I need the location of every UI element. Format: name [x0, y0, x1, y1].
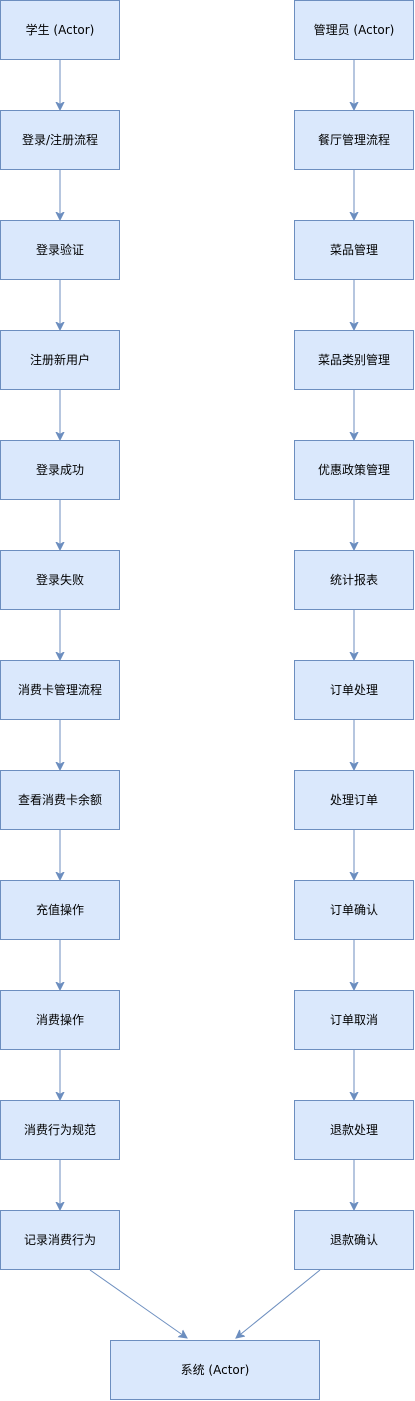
- login-fail-node[interactable]: 登录失败: [0, 550, 120, 610]
- check-card-balance-label: 查看消费卡余额: [17, 792, 102, 807]
- discount-policy-management-node[interactable]: 优惠政策管理: [294, 440, 414, 500]
- edge-refund-confirm-to-system: [236, 1269, 321, 1338]
- login-register-process-node[interactable]: 登录/注册流程: [0, 110, 120, 170]
- refund-handling-label: 退款处理: [329, 1122, 378, 1137]
- login-register-process-label: 登录/注册流程: [21, 132, 99, 147]
- login-verify-node[interactable]: 登录验证: [0, 220, 120, 280]
- dish-category-management-node[interactable]: 菜品类别管理: [294, 330, 414, 390]
- student-actor-label: 学生 (Actor): [25, 22, 95, 37]
- card-management-process-label: 消费卡管理流程: [17, 682, 102, 697]
- order-cancel-node[interactable]: 订单取消: [294, 990, 414, 1050]
- order-cancel-label: 订单取消: [329, 1012, 378, 1027]
- statistics-report-label: 统计报表: [329, 572, 378, 587]
- canteen-management-process-node[interactable]: 餐厅管理流程: [294, 110, 414, 170]
- admin-actor-label: 管理员 (Actor): [313, 22, 395, 37]
- process-order-label: 处理订单: [329, 792, 378, 807]
- student-actor-node[interactable]: 学生 (Actor): [0, 0, 120, 60]
- register-new-user-label: 注册新用户: [29, 352, 90, 367]
- login-fail-label: 登录失败: [35, 572, 84, 587]
- record-consume-behavior-label: 记录消费行为: [23, 1232, 96, 1247]
- canteen-management-process-label: 餐厅管理流程: [317, 132, 390, 147]
- refund-confirm-node[interactable]: 退款确认: [294, 1210, 414, 1270]
- consume-behavior-rules-node[interactable]: 消费行为规范: [0, 1100, 120, 1160]
- login-verify-label: 登录验证: [35, 242, 84, 257]
- dish-management-label: 菜品管理: [329, 242, 378, 257]
- register-new-user-node[interactable]: 注册新用户: [0, 330, 120, 390]
- admin-actor-node[interactable]: 管理员 (Actor): [294, 0, 414, 60]
- dish-category-management-label: 菜品类别管理: [317, 352, 390, 367]
- order-handling-node[interactable]: 订单处理: [294, 660, 414, 720]
- system-actor-label: 系统 (Actor): [180, 1362, 250, 1377]
- order-confirm-label: 订单确认: [329, 902, 378, 917]
- order-confirm-node[interactable]: 订单确认: [294, 880, 414, 940]
- statistics-report-node[interactable]: 统计报表: [294, 550, 414, 610]
- record-consume-behavior-node[interactable]: 记录消费行为: [0, 1210, 120, 1270]
- process-order-node[interactable]: 处理订单: [294, 770, 414, 830]
- order-handling-label: 订单处理: [329, 682, 378, 697]
- login-success-label: 登录成功: [35, 462, 84, 477]
- system-actor-node[interactable]: 系统 (Actor): [110, 1340, 320, 1400]
- recharge-operation-label: 充值操作: [35, 902, 84, 917]
- consume-behavior-rules-label: 消费行为规范: [23, 1122, 96, 1137]
- consume-operation-node[interactable]: 消费操作: [0, 990, 120, 1050]
- check-card-balance-node[interactable]: 查看消费卡余额: [0, 770, 120, 830]
- dish-management-node[interactable]: 菜品管理: [294, 220, 414, 280]
- edge-record-consume-behavior-to-system: [89, 1269, 187, 1338]
- recharge-operation-node[interactable]: 充值操作: [0, 880, 120, 940]
- discount-policy-management-label: 优惠政策管理: [317, 462, 390, 477]
- refund-handling-node[interactable]: 退款处理: [294, 1100, 414, 1160]
- card-management-process-node[interactable]: 消费卡管理流程: [0, 660, 120, 720]
- consume-operation-label: 消费操作: [35, 1012, 84, 1027]
- refund-confirm-label: 退款确认: [329, 1232, 378, 1247]
- login-success-node[interactable]: 登录成功: [0, 440, 120, 500]
